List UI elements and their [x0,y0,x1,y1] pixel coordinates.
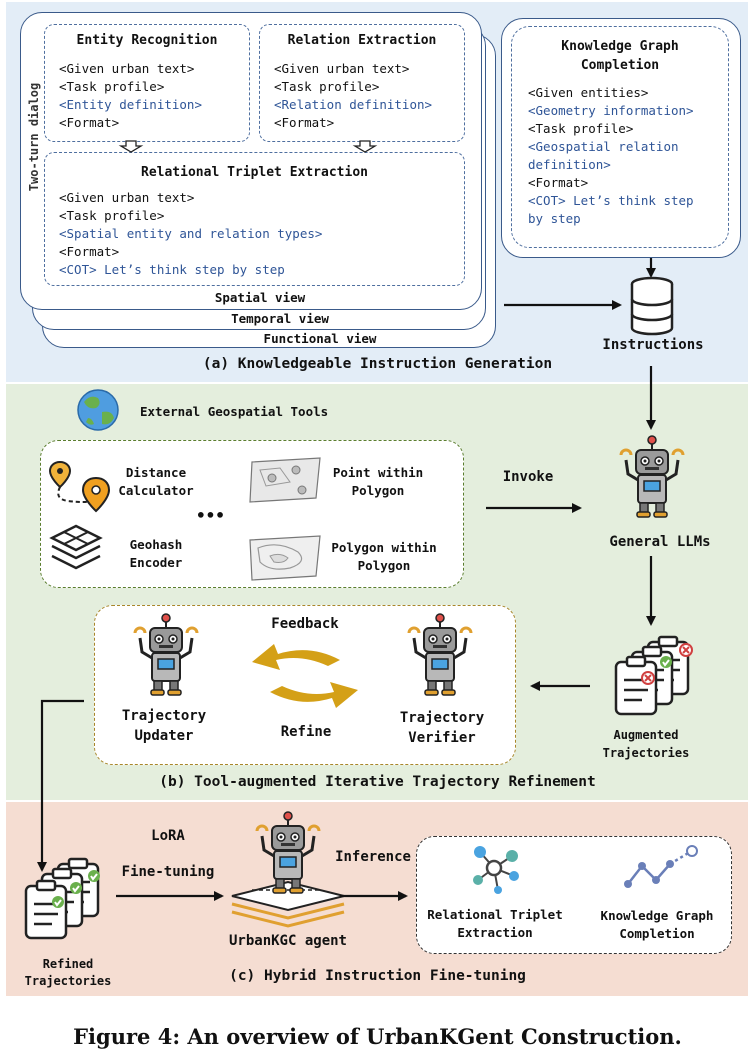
output-rte-label-2: Extraction [457,925,533,940]
er-line-task: <Task profile> [59,79,165,94]
inference-label: Inference [335,849,411,865]
knowledge-graph-completion-icon [624,845,698,888]
kgc-line-cot-1: <COT> Let’s think step [528,193,694,208]
re-line-text: <Given urban text> [274,61,410,76]
panel-c-caption: (c) Hybrid Instruction Fine-tuning [229,968,526,984]
urbankgc-agent-icon [231,880,345,928]
triplet-extraction-box: Relational Triplet Extraction <Given urb… [44,152,465,286]
updater-to-refined-arrow [37,699,84,872]
kgc-line-relation-2: definition> [528,157,611,172]
feedback-label: Feedback [271,616,339,632]
entity-recognition-box: Entity Recognition <Given urban text> <T… [44,24,250,142]
general-llms-label: General LLMs [609,534,711,550]
rte-line-cot: <COT> Let’s think step by step [59,262,285,277]
tool-geohash-label-2: Encoder [129,555,183,570]
agent-label: UrbanKGC agent [228,933,347,949]
tool-point-label-1: Point within [332,465,424,480]
kgc-line-geometry: <Geometry information> [528,103,694,118]
refined-label-1: Refined [42,957,94,971]
point-within-polygon-icon [249,457,321,503]
trajectory-verifier-robot-icon [407,612,473,697]
outputs-box [416,836,732,954]
instructions-label: Instructions [602,337,704,353]
general-llms-robot-icon [619,434,685,519]
er-line-text: <Given urban text> [59,61,195,76]
rte-line-task: <Task profile> [59,208,165,223]
output-kgc-label-2: Completion [619,926,695,941]
kgc-title-2: Completion [580,58,660,73]
database-icon [630,276,674,336]
invoke-label: Invoke [502,469,554,485]
updater-label-2: Updater [134,728,194,744]
trajectory-updater-robot-icon [133,612,199,697]
re-line-definition: <Relation definition> [274,97,433,112]
rte-line-format: <Format> [59,244,120,259]
kgc-line-task: <Task profile> [528,121,634,136]
tool-geohash-label-1: Geohash [129,537,183,552]
rte-line-types: <Spatial entity and relation types> [59,226,323,241]
triplet-extraction-title: Relational Triplet Extraction [141,165,368,180]
globe-icon [77,389,119,431]
kgc-title-1: Knowledge Graph [561,39,679,54]
relation-extraction-title: Relation Extraction [287,33,437,48]
refine-loop-icon [252,644,358,708]
relation-extraction-box: Relation Extraction <Given urban text> <… [259,24,465,142]
re-line-task: <Task profile> [274,79,380,94]
output-rte-label-1: Relational Triplet [427,907,563,922]
verifier-label-2: Verifier [408,730,476,746]
tool-poly-label-1: Polygon within [331,540,437,555]
lora-label: LoRA [151,828,185,844]
finetuning-label: Fine-tuning [121,864,215,880]
updater-label-1: Trajectory [121,708,207,724]
er-line-format: <Format> [59,115,120,130]
spatial-view-label: Spatial view [214,290,306,305]
tool-distance-label-1: Distance [125,465,187,480]
distance-calculator-icon [48,460,111,513]
refined-trajectories-icon [24,857,100,940]
panel-b-caption: (b) Tool-augmented Iterative Trajectory … [159,774,596,790]
augmented-trajectories-icon [614,635,693,716]
tools-ellipsis: ••• [196,506,225,525]
kgc-line-entities: <Given entities> [528,85,649,100]
relational-triplet-icon [473,846,519,894]
re-to-rte-arrow [352,140,378,153]
temporal-view-label: Temporal view [231,311,329,326]
re-line-format: <Format> [274,115,335,130]
er-to-rte-arrow [118,140,144,153]
kgc-box: Knowledge Graph Completion <Given entiti… [511,26,729,248]
augmented-label-2: Trajectories [602,746,690,760]
tool-point-label-2: Polygon [351,483,405,498]
er-line-definition: <Entity definition> [59,97,202,112]
refined-label-2: Trajectories [24,974,112,988]
figure-caption: Figure 4: An overview of UrbanKGent Cons… [73,1024,682,1049]
panel-a-caption: (a) Knowledgeable Instruction Generation [202,356,553,372]
augmented-label-1: Augmented [613,728,679,742]
verifier-label-1: Trajectory [399,710,485,726]
kgc-line-relation-1: <Geospatial relation [528,139,679,154]
output-kgc-label-1: Knowledge Graph [600,908,714,923]
polygon-within-polygon-icon [249,535,321,581]
tools-title: External Geospatial Tools [140,404,329,419]
refine-label: Refine [280,724,332,740]
rte-line-text: <Given urban text> [59,190,195,205]
geohash-encoder-icon [49,524,103,570]
kgc-line-format: <Format> [528,175,589,190]
functional-view-label: Functional view [263,331,377,346]
tool-poly-label-2: Polygon [357,558,411,573]
kgc-line-cot-2: by step [528,211,581,226]
entity-recognition-title: Entity Recognition [76,33,218,48]
urbankgc-agent-robot-icon [255,810,321,895]
tool-distance-label-2: Calculator [118,483,194,498]
